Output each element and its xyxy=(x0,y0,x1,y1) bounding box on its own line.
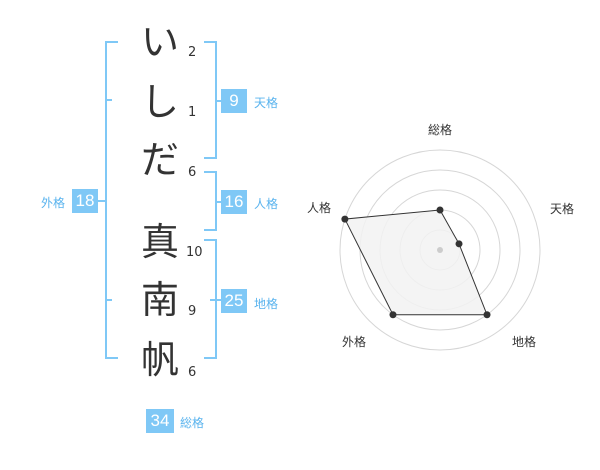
name-char-2: し xyxy=(140,80,179,124)
name-char-5: 南 xyxy=(140,278,179,322)
radar-axis-label-3: 地格 xyxy=(511,335,537,349)
radar-point-3 xyxy=(483,311,491,319)
radar-axis-label-4: 外格 xyxy=(341,335,367,349)
jinkaku-value-badge: 16 xyxy=(221,190,247,214)
jinkaku-label: 人格 xyxy=(254,197,279,211)
radar-axis-label-5: 人格 xyxy=(306,201,332,215)
tenkaku-value-badge: 9 xyxy=(221,89,247,113)
name-char-6: 帆 xyxy=(140,338,179,382)
stroke-count-4: 10 xyxy=(186,245,203,260)
radar-point-4 xyxy=(389,311,397,319)
radar-point-2 xyxy=(455,240,463,248)
radar-center-dot xyxy=(437,247,443,253)
name-char-3: だ xyxy=(140,138,179,182)
soukaku-value-badge: 34 xyxy=(146,409,174,433)
radar-axis-label-2: 天格 xyxy=(549,202,575,216)
soukaku-label: 総格 xyxy=(180,416,205,430)
radar-axis-label-1: 総格 xyxy=(427,123,453,137)
radar-point-1 xyxy=(436,206,444,214)
gaikaku-value-badge: 18 xyxy=(72,189,98,213)
chikaku-value-badge: 25 xyxy=(221,289,247,313)
name-char-1: い xyxy=(140,20,179,64)
radar-polygon xyxy=(344,209,488,316)
name-char-4: 真 xyxy=(140,220,179,264)
gaikaku-label: 外格 xyxy=(41,196,66,210)
chikaku-label: 地格 xyxy=(254,297,279,311)
stroke-count-1: 2 xyxy=(188,45,197,60)
radar-point-5 xyxy=(341,215,349,223)
stroke-count-3: 6 xyxy=(188,165,197,180)
tenkaku-label: 天格 xyxy=(254,96,279,110)
stroke-count-5: 9 xyxy=(188,304,197,319)
stroke-count-2: 1 xyxy=(188,105,197,120)
stroke-count-6: 6 xyxy=(188,365,197,380)
radar-ring-5 xyxy=(339,149,541,351)
